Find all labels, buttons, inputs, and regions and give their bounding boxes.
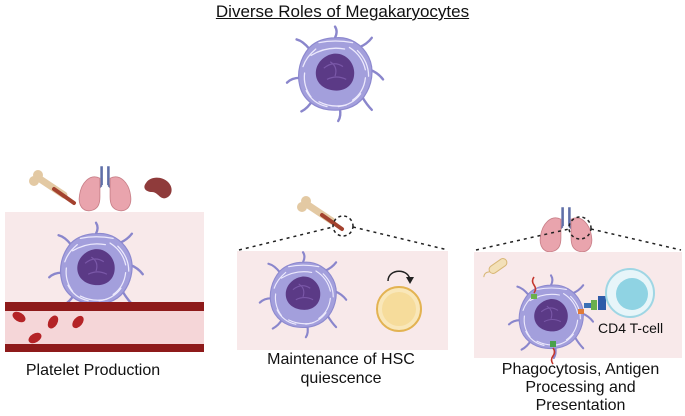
hsc-quiescence-label: Maintenance of HSC quiescence bbox=[230, 350, 452, 388]
bone-icon bbox=[297, 196, 342, 229]
red-blood-cell bbox=[72, 315, 84, 329]
bone-icon bbox=[29, 170, 74, 203]
label-line: Processing and bbox=[525, 379, 636, 396]
red-blood-cell bbox=[28, 332, 42, 344]
blood-vessel bbox=[5, 302, 204, 352]
zoom-lines bbox=[238, 226, 449, 251]
platelet-production-panel bbox=[5, 165, 204, 352]
label-line: Maintenance of HSC bbox=[267, 351, 415, 368]
label-line: quiescence bbox=[300, 370, 382, 387]
receptor-icons bbox=[531, 276, 584, 365]
zoom-lines bbox=[475, 228, 682, 251]
megakaryocyte-cell-top bbox=[285, 25, 385, 123]
bacterium-icon bbox=[483, 258, 508, 278]
cd4-t-cell bbox=[605, 268, 655, 318]
mhc-tcr-complex bbox=[584, 296, 606, 310]
red-blood-cell bbox=[47, 315, 59, 329]
label-line: Phagocytosis, Antigen bbox=[501, 361, 660, 378]
zoom-circle bbox=[332, 215, 354, 237]
arrowhead bbox=[406, 277, 414, 284]
hsc-quiescence-panel bbox=[237, 196, 449, 350]
diagram-title: Diverse Roles of Megakaryocytes bbox=[215, 2, 470, 21]
label-line: Presentation bbox=[535, 397, 626, 414]
zoom-circle bbox=[568, 216, 592, 240]
platelet-production-label: Platelet Production bbox=[25, 362, 161, 379]
red-blood-cells bbox=[12, 311, 84, 344]
spleen-icon bbox=[144, 177, 172, 199]
phagocytosis-panel bbox=[474, 206, 682, 365]
red-blood-cell bbox=[12, 311, 26, 323]
phagocytosis-label: Phagocytosis, Antigen Processing and Pre… bbox=[478, 361, 683, 415]
cd4-t-cell-label: CD4 T-cell bbox=[598, 320, 664, 336]
lungs-icon bbox=[77, 165, 133, 213]
hsc-cell bbox=[376, 286, 422, 332]
